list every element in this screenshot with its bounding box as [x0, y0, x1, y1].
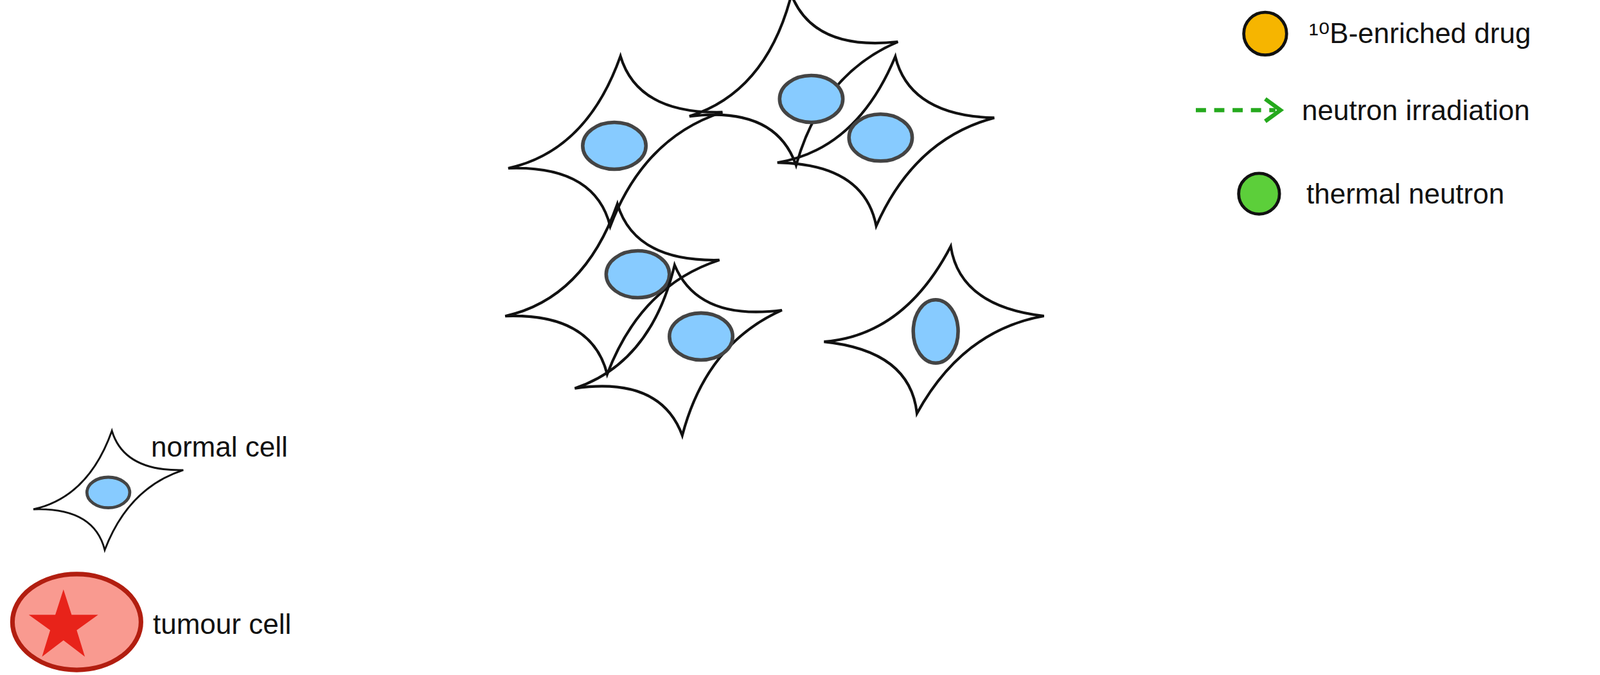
tumour-cell-icon: [12, 574, 141, 671]
legend-text: thermal neutron: [1306, 177, 1505, 211]
legend-text: normal cell: [151, 431, 288, 464]
legend-text: ¹⁰B-enriched drug: [1308, 17, 1531, 51]
neutron-irradiation-arrow: [1195, 98, 1281, 122]
normal-cell-cluster: [505, 0, 1052, 447]
legend-swatch: [1238, 173, 1280, 215]
legend-text: tumour cell: [152, 608, 292, 642]
legend-text: neutron irradiation: [1301, 94, 1530, 128]
legend-swatch: [1244, 12, 1288, 56]
